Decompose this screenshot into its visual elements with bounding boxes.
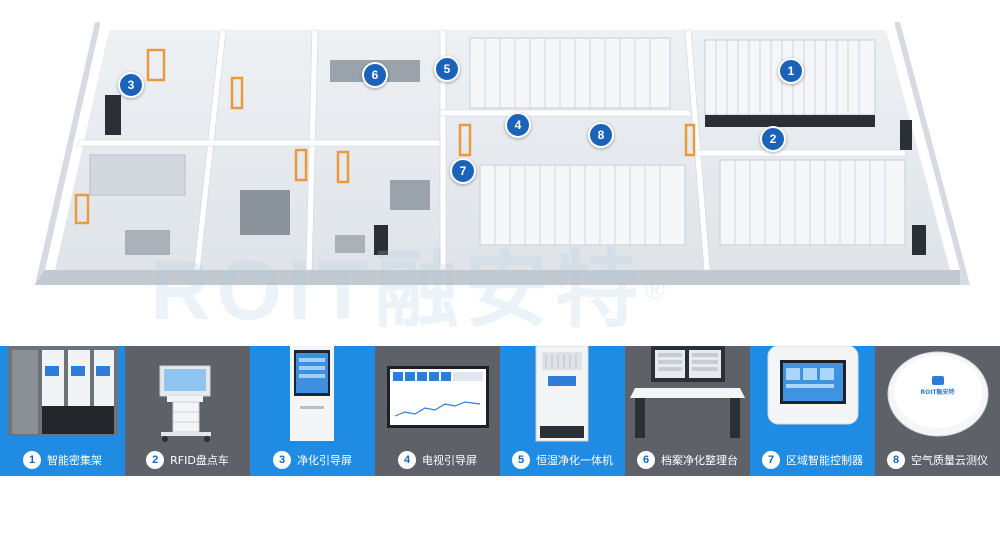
device-label: 电视引导屏 bbox=[422, 454, 477, 467]
outer-wall-left bbox=[45, 26, 110, 270]
device-label: 空气质量云测仪 bbox=[911, 454, 988, 467]
device-number: 6 bbox=[637, 451, 655, 469]
floor-marker-1[interactable]: 1 bbox=[778, 58, 804, 84]
device-label: 档案净化整理台 bbox=[661, 454, 738, 467]
shelving-zone-center bbox=[469, 37, 671, 109]
purifier-icon bbox=[500, 346, 625, 446]
device-card-3[interactable]: 3 净化引导屏 bbox=[250, 346, 375, 476]
shelving-zone-2 bbox=[719, 159, 906, 246]
device-card-6[interactable]: 6 档案净化整理台 bbox=[625, 346, 750, 476]
floor-marker-5[interactable]: 5 bbox=[434, 56, 460, 82]
tv-screen-icon bbox=[375, 346, 500, 446]
device-label: 区域智能控制器 bbox=[786, 454, 863, 467]
device-number: 1 bbox=[23, 451, 41, 469]
shelving-icon bbox=[0, 346, 125, 446]
device-card-2[interactable]: 2 RFID盘点车 bbox=[125, 346, 250, 476]
workstation-icon bbox=[625, 346, 750, 446]
device-number: 3 bbox=[273, 451, 291, 469]
air-sensor-icon bbox=[875, 346, 1000, 446]
rfid-cart-icon bbox=[125, 346, 250, 446]
floor-marker-8[interactable]: 8 bbox=[588, 122, 614, 148]
floor-marker-6[interactable]: 6 bbox=[362, 62, 388, 88]
outer-wall-back bbox=[100, 22, 895, 30]
floor-marker-2[interactable]: 2 bbox=[760, 126, 786, 152]
device-label: 净化引导屏 bbox=[297, 454, 352, 467]
device-card-5[interactable]: 5 恒湿净化一体机 bbox=[500, 346, 625, 476]
door-frames bbox=[74, 48, 696, 225]
floor-marker-7[interactable]: 7 bbox=[450, 158, 476, 184]
floor-marker-4[interactable]: 4 bbox=[505, 112, 531, 138]
outer-wall-front bbox=[35, 270, 960, 285]
device-number: 7 bbox=[762, 451, 780, 469]
device-card-8[interactable]: ROIT融安特 8 空气质量云测仪 bbox=[875, 346, 1000, 476]
device-card-7[interactable]: 7 区域智能控制器 bbox=[750, 346, 875, 476]
floor-plan-illustration bbox=[35, 22, 970, 285]
shelving-zone-center-lower bbox=[479, 164, 686, 246]
floor-marker-3[interactable]: 3 bbox=[118, 72, 144, 98]
device-number: 2 bbox=[146, 451, 165, 469]
device-card-4[interactable]: 4 电视引导屏 bbox=[375, 346, 500, 476]
controller-icon bbox=[750, 346, 875, 446]
device-number: 5 bbox=[512, 451, 530, 469]
device-legend-strip: 1 智能密集架 2 RFID盘点车 bbox=[0, 346, 1000, 476]
outer-wall-right bbox=[885, 26, 960, 270]
device-number: 8 bbox=[887, 451, 905, 469]
device-label: RFID盘点车 bbox=[170, 454, 229, 467]
interior-walls bbox=[75, 29, 907, 271]
device-card-1[interactable]: 1 智能密集架 bbox=[0, 346, 125, 476]
guide-kiosk-icon bbox=[250, 346, 375, 446]
device-label: 智能密集架 bbox=[47, 454, 102, 467]
device-label: 恒湿净化一体机 bbox=[536, 454, 613, 467]
device-number: 4 bbox=[398, 451, 416, 469]
sensor-brand-label: ROIT融安特 bbox=[920, 389, 955, 396]
